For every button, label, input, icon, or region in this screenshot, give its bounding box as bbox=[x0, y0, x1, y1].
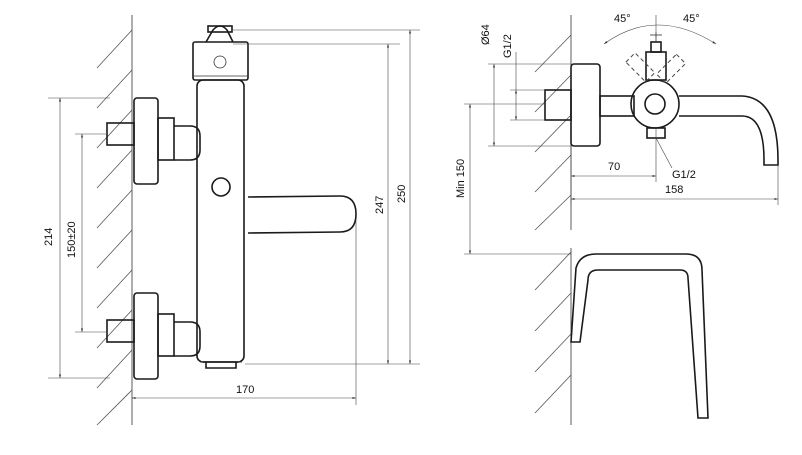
diverter bbox=[645, 32, 667, 81]
left-wall bbox=[96, 15, 133, 426]
dim-g12-bottom-label: G1/2 bbox=[672, 169, 696, 181]
dim-70-label: 70 bbox=[608, 161, 620, 173]
spout bbox=[679, 95, 779, 166]
bottom-connector bbox=[646, 127, 673, 169]
rosette bbox=[570, 63, 601, 147]
upper-connection bbox=[106, 97, 201, 185]
mixer-body bbox=[192, 25, 249, 369]
lower-connection bbox=[106, 292, 201, 380]
dim-min150-label: Min 150 bbox=[455, 159, 467, 198]
dim-o64-label: Ø64 bbox=[480, 24, 492, 45]
dim-150-20-label: 150±20 bbox=[66, 221, 78, 258]
dim-g12-top-label: G1/2 bbox=[502, 34, 514, 58]
dim-158-label: 158 bbox=[665, 184, 683, 196]
wall-pipe bbox=[544, 89, 572, 121]
diverter-range bbox=[603, 15, 717, 85]
angle-45-right-label: 45° bbox=[683, 13, 700, 25]
lever-handle bbox=[247, 195, 357, 234]
dim-250-label: 250 bbox=[396, 185, 408, 203]
side-view: Ø64 G1/2 Min 150 45° 45° 70 G1/2 158 bbox=[455, 13, 779, 425]
dim-214-label: 214 bbox=[43, 228, 55, 246]
dim-170-label: 170 bbox=[236, 384, 254, 396]
body-circle bbox=[630, 79, 680, 129]
dim-247-label: 247 bbox=[374, 196, 386, 214]
right-wall bbox=[534, 15, 572, 425]
angle-45-left-label: 45° bbox=[614, 13, 631, 25]
front-view: 214 150±20 247 250 170 bbox=[43, 15, 420, 426]
bathtub-rim bbox=[570, 253, 709, 419]
